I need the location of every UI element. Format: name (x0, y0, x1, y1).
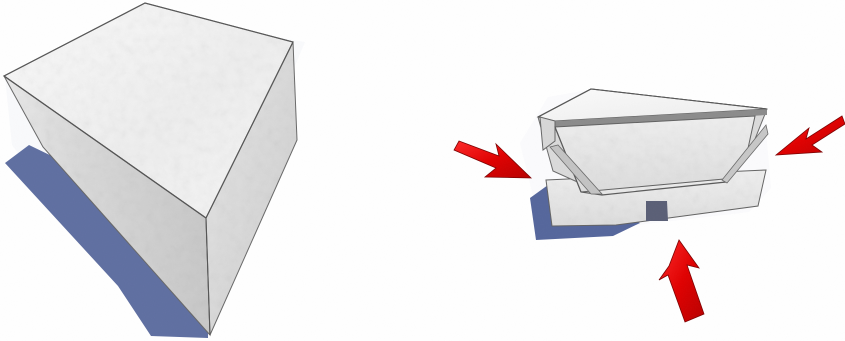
sketchup-comparison-scene (0, 0, 845, 341)
paper-texture-overlay (0, 0, 845, 341)
scene-svg (0, 0, 845, 341)
